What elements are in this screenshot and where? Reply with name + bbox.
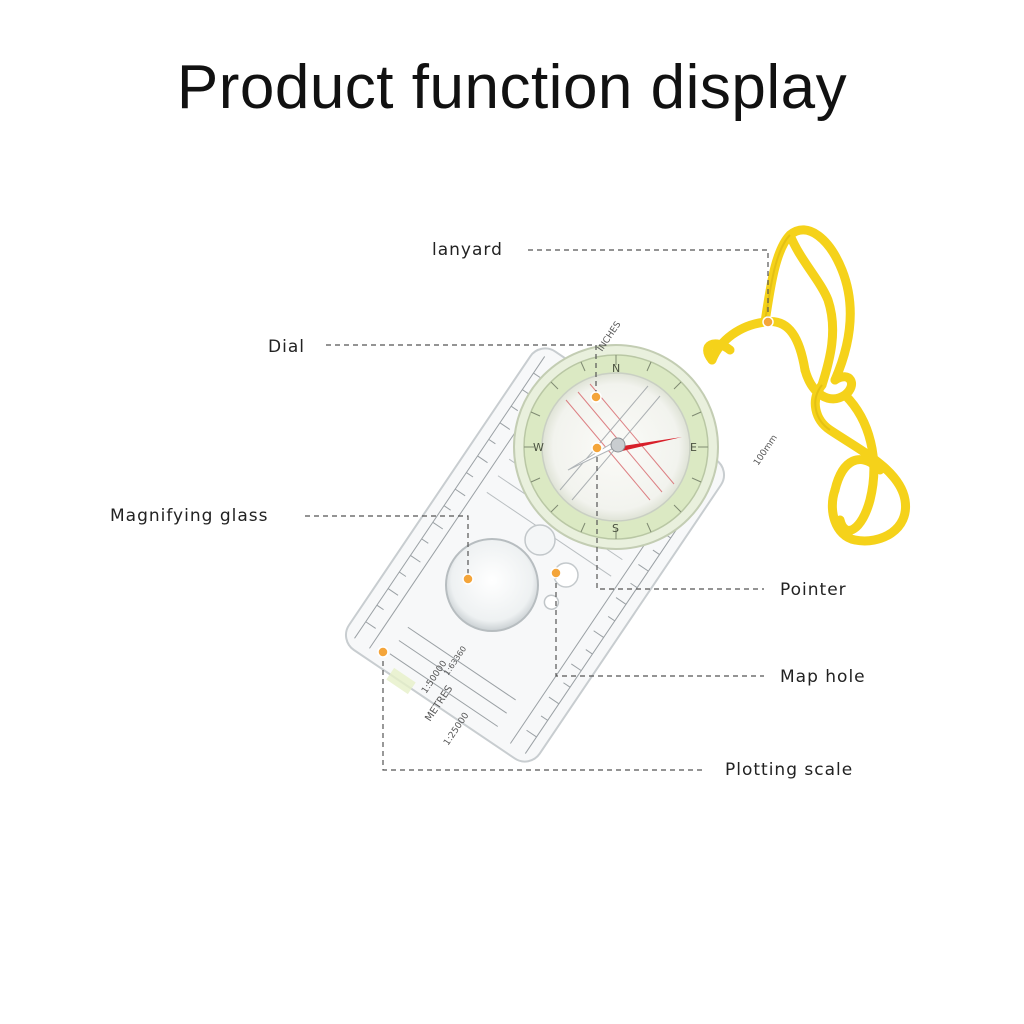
mm-text: 100mm (752, 433, 780, 467)
label-plotting-scale: Plotting scale (725, 760, 854, 780)
marker-dial (590, 391, 602, 403)
label-magnifying-glass: Magnifying glass (110, 506, 269, 526)
label-map-hole: Map hole (780, 667, 866, 687)
svg-text:N: N (612, 362, 620, 375)
marker-plotting-scale (377, 646, 389, 658)
marker-map-hole (550, 567, 562, 579)
marker-magnifier (462, 573, 474, 585)
magnifying-lens (445, 538, 539, 632)
label-dial: Dial (268, 337, 305, 357)
compass-dial: N E S W (513, 344, 719, 550)
marker-lanyard (762, 316, 774, 328)
callout-lines (305, 249, 769, 771)
lanyard-cord (703, 225, 910, 546)
page-title: Product function display (176, 53, 848, 122)
plotting-scale-marker-strip (386, 667, 416, 695)
label-pointer: Pointer (780, 580, 847, 600)
callout-markers (377, 316, 774, 658)
svg-text:W: W (533, 441, 544, 454)
label-lanyard: lanyard (432, 240, 503, 260)
needle-north (616, 437, 682, 452)
svg-text:S: S (612, 522, 619, 535)
needle-pivot (610, 437, 626, 453)
marker-pointer (591, 442, 603, 454)
small-lens (524, 524, 556, 556)
svg-text:E: E (690, 441, 697, 454)
